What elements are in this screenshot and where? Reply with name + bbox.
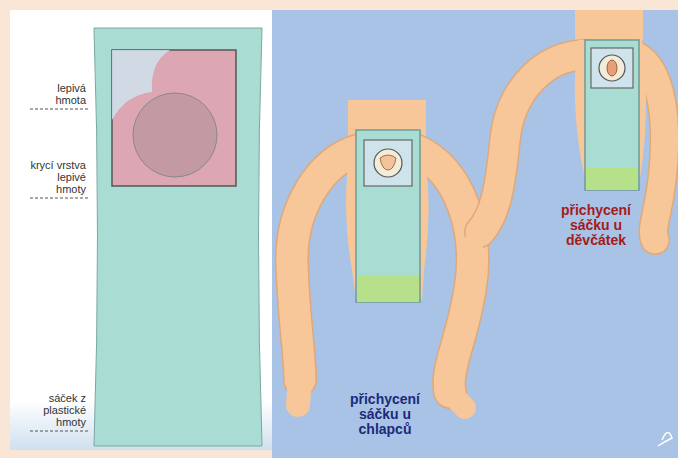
part-label: sáček z plastické hmoty bbox=[28, 392, 86, 428]
boy-figure bbox=[292, 100, 473, 408]
right-panel bbox=[272, 10, 678, 458]
bag bbox=[585, 40, 639, 190]
leader-line bbox=[30, 198, 88, 199]
part-label: krycí vrstva lepivé hmoty bbox=[28, 159, 86, 195]
caption-label: přichycení sáčku u chlapců bbox=[335, 392, 435, 437]
part-label: lepivá hmota bbox=[28, 82, 86, 106]
left-panel bbox=[10, 10, 272, 450]
logo-mark bbox=[658, 432, 672, 446]
caption-label: přichycení sáčku u děvčátek bbox=[541, 203, 651, 248]
bag bbox=[94, 28, 262, 446]
adhesive-cover bbox=[112, 50, 236, 186]
bag-bottom bbox=[357, 275, 419, 302]
leader-line bbox=[30, 431, 88, 432]
bag bbox=[356, 130, 420, 302]
girl-figure bbox=[470, 10, 665, 248]
opening bbox=[133, 93, 217, 177]
bag-bottom bbox=[586, 168, 638, 190]
leader-line bbox=[30, 109, 88, 110]
torso bbox=[575, 10, 643, 40]
